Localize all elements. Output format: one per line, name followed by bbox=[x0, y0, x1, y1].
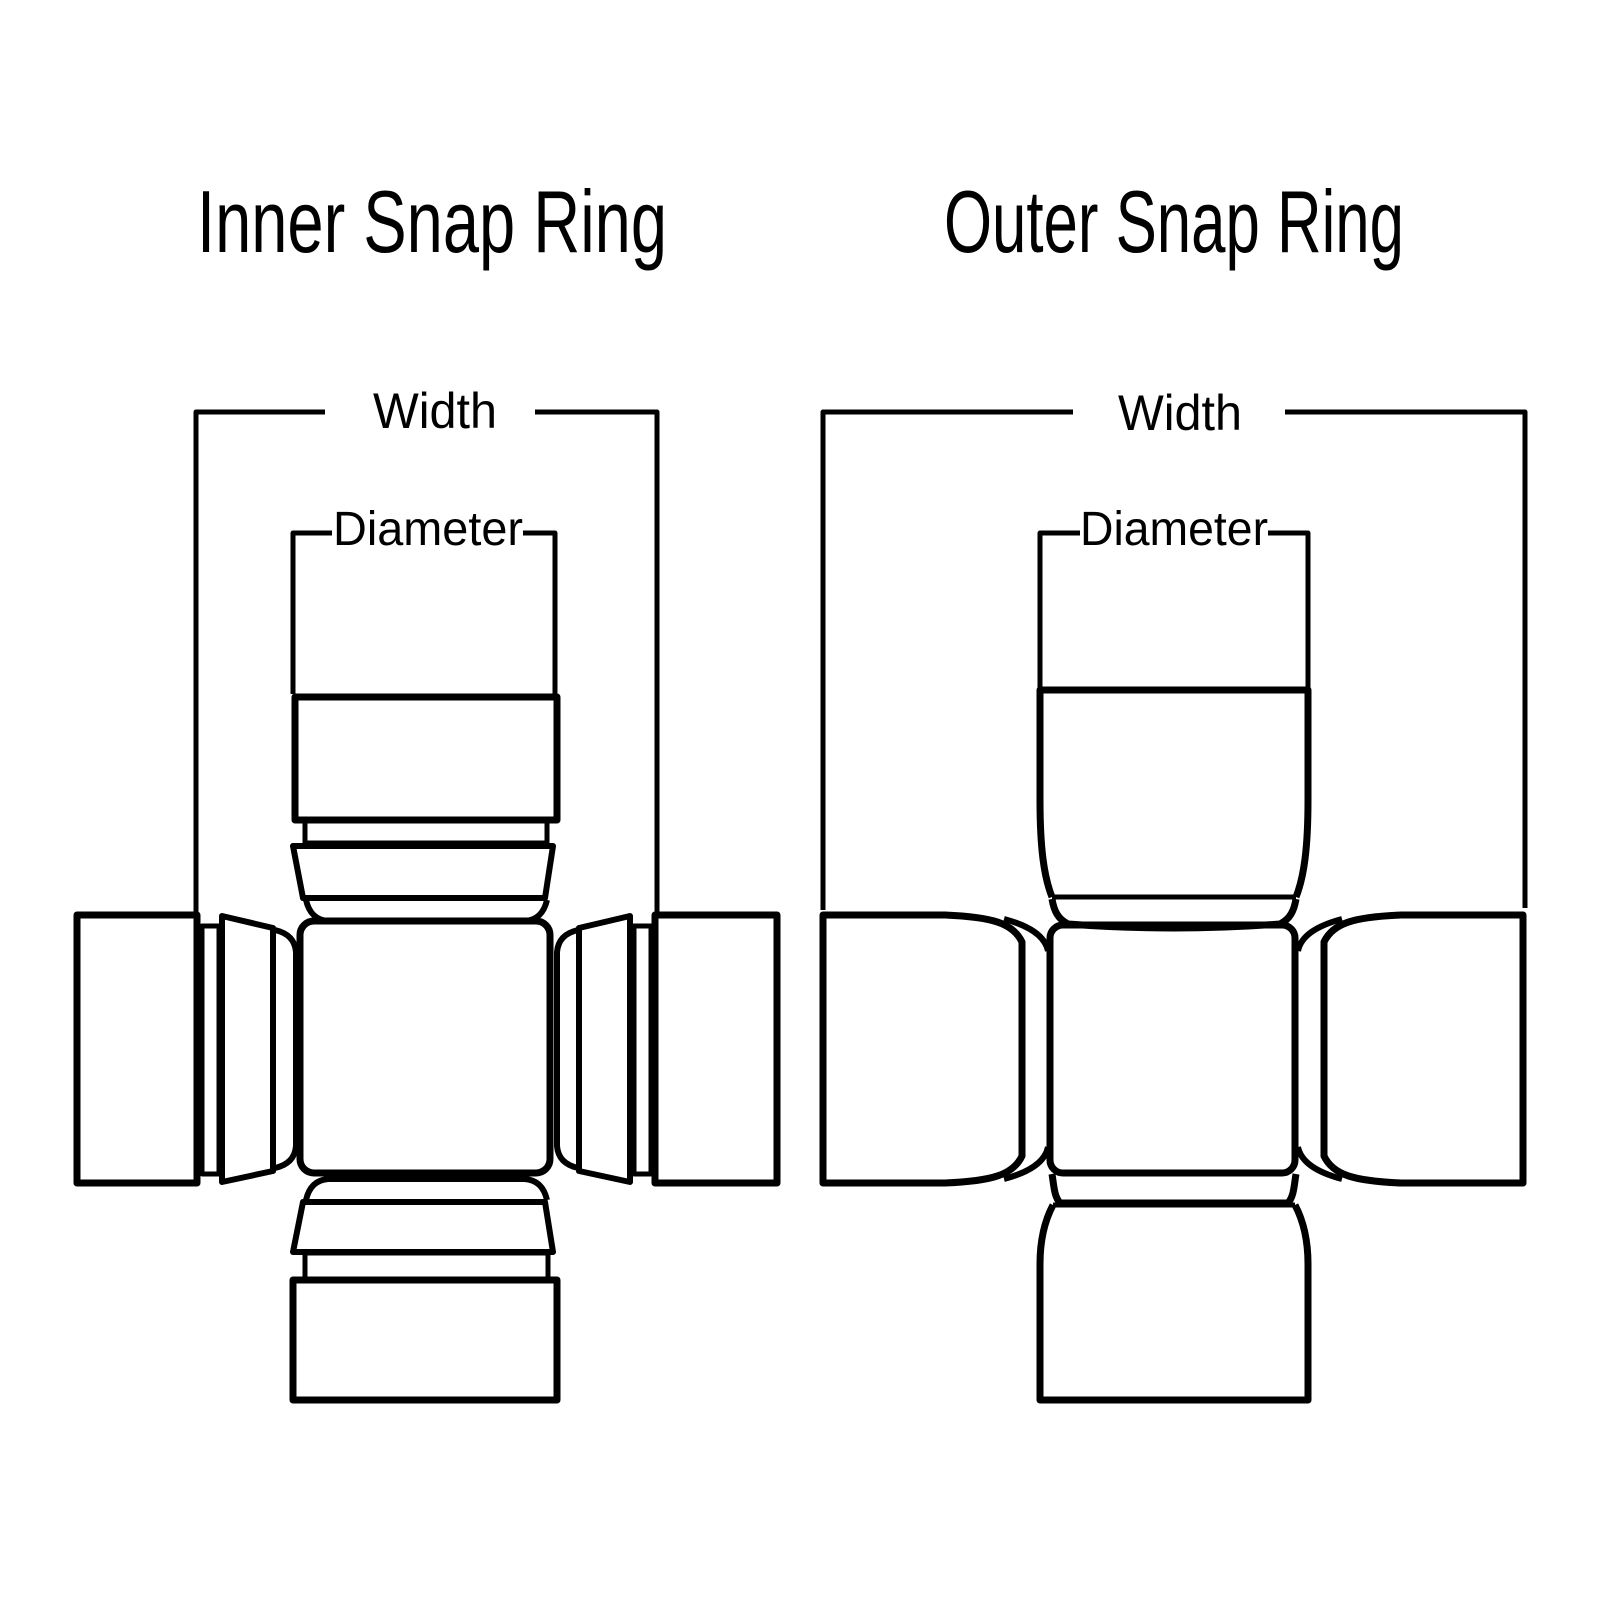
inner-left-flange-taper bbox=[219, 913, 276, 1185]
outer-width-bracket-left bbox=[820, 409, 1073, 910]
inner-left-seal bbox=[274, 927, 299, 1171]
outer-width-bracket-right bbox=[1285, 409, 1528, 908]
inner-bottom-bearing-cup bbox=[289, 1276, 561, 1404]
outer-left-seal-bottom-lip bbox=[1003, 1146, 1051, 1182]
inner-left-snap-ring-band bbox=[199, 923, 222, 1177]
outer-left-seal-top-lip bbox=[1003, 916, 1051, 952]
inner-top-flange-taper bbox=[290, 843, 556, 901]
inner-bottom-snap-ring-band bbox=[302, 1250, 551, 1282]
inner-diagram-title: Inner Snap Ring bbox=[197, 172, 667, 271]
inner-width-bracket-right bbox=[535, 409, 660, 912]
outer-diameter-label: Diameter bbox=[1080, 503, 1268, 556]
outer-diagram-title: Outer Snap Ring bbox=[944, 172, 1404, 271]
outer-width-label: Width bbox=[1118, 385, 1242, 441]
outer-right-seal-bottom-lip bbox=[1295, 1146, 1343, 1182]
outer-bottom-bearing-cup bbox=[1036, 1203, 1312, 1404]
outer-snap-ring-diagram: Outer Snap Ring Width Diameter bbox=[819, 172, 1528, 1404]
inner-width-bracket-left bbox=[193, 409, 325, 914]
inner-right-snap-ring-band bbox=[631, 923, 654, 1177]
outer-right-bearing-cup bbox=[1320, 911, 1527, 1187]
inner-right-seal bbox=[554, 927, 579, 1171]
inner-left-bearing-cup bbox=[73, 911, 201, 1187]
inner-diameter-bracket-right bbox=[523, 530, 558, 694]
outer-right-seal-top-lip bbox=[1295, 916, 1343, 952]
inner-bottom-seal bbox=[303, 1176, 550, 1201]
inner-diameter-label: Diameter bbox=[333, 503, 523, 556]
outer-left-bearing-cup bbox=[819, 911, 1026, 1187]
outer-cross-body bbox=[1046, 921, 1299, 1177]
inner-diameter-bracket-left bbox=[290, 530, 332, 694]
inner-right-bearing-cup bbox=[651, 911, 781, 1187]
inner-right-flange-taper bbox=[576, 913, 633, 1185]
outer-diameter-bracket-left bbox=[1037, 530, 1080, 688]
outer-bottom-seal bbox=[1048, 1173, 1300, 1207]
inner-snap-ring-diagram: Inner Snap Ring Width Diameter bbox=[73, 172, 781, 1404]
inner-bottom-flange-taper bbox=[290, 1199, 556, 1255]
outer-diameter-bracket-right bbox=[1268, 530, 1311, 688]
inner-cross-body bbox=[296, 917, 554, 1177]
inner-width-label: Width bbox=[373, 383, 497, 439]
inner-top-bearing-cup bbox=[291, 693, 561, 824]
outer-top-bearing-cup bbox=[1036, 686, 1312, 899]
